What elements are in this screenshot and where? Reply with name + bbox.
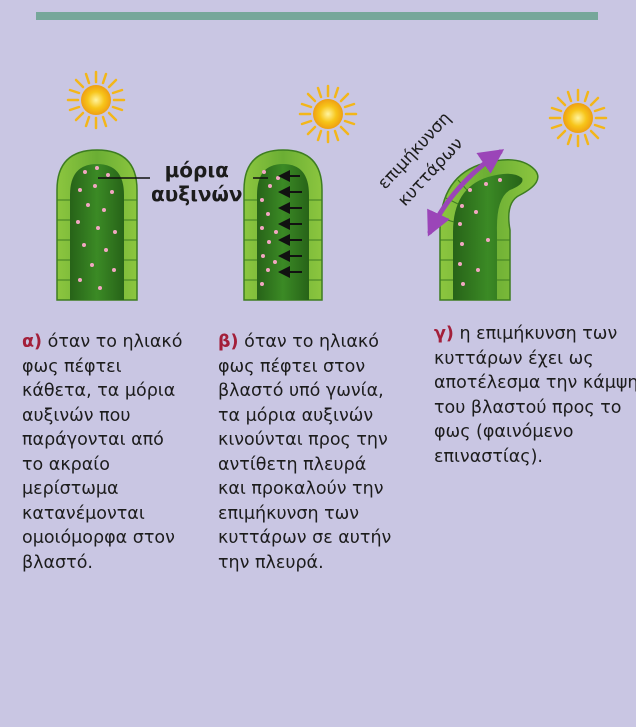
shoot-icon <box>243 149 323 301</box>
caption-text: η επιμήκυνση των κυττάρων έχει ως αποτέλ… <box>434 324 636 467</box>
sun-icon <box>66 70 126 130</box>
auxin-particles-label: μόρια αυξινών <box>151 158 242 206</box>
particles-label-line1: μόρια <box>164 158 229 182</box>
caption-letter: α) <box>22 332 43 352</box>
shoot-icon <box>56 149 138 301</box>
caption-text: όταν το ηλιακό φως πέφτει στον βλαστό υπ… <box>218 332 392 573</box>
particles-label-line2: αυξινών <box>151 182 243 206</box>
caption-c: γ) η επιμήκυνση των κυττάρων έχει ως απο… <box>434 322 636 469</box>
caption-text: όταν το ηλιακό φως πέφτει κάθετα, τα μόρ… <box>22 332 183 573</box>
caption-b: β) όταν το ηλιακό φως πέφτει στον βλαστό… <box>218 330 398 575</box>
caption-letter: β) <box>218 332 239 352</box>
arrow-icon <box>427 149 505 237</box>
phototropism-figure: επιμήκυνση κυττάρων <box>56 70 608 301</box>
sun-icon <box>298 84 358 144</box>
top-bar <box>36 12 598 20</box>
caption-letter: γ) <box>434 324 454 344</box>
caption-a: α) όταν το ηλιακό φως πέφτει κάθετα, τα … <box>22 330 187 575</box>
sun-icon <box>548 88 608 148</box>
shoot-icon <box>439 159 539 301</box>
